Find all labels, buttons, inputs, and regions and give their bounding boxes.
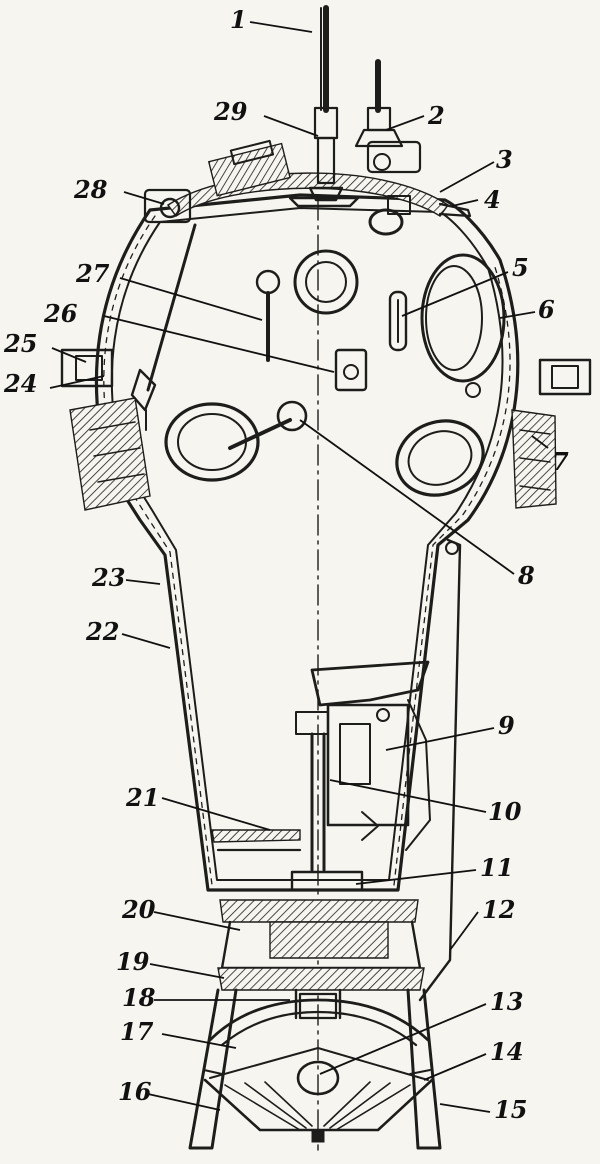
callout-9: 9 — [498, 711, 515, 740]
leader-lines — [49, 21, 549, 1113]
antenna-mast — [308, 5, 344, 202]
window-left — [69, 397, 151, 511]
callout-5: 5 — [512, 253, 529, 282]
callout-22: 22 — [85, 617, 119, 646]
callout-16: 16 — [118, 1077, 152, 1106]
side-bracket-right — [538, 358, 592, 396]
callout-12: 12 — [482, 895, 515, 924]
callout-7: 7 — [552, 447, 569, 476]
callout-6: 6 — [538, 295, 555, 324]
callout-20: 20 — [121, 895, 156, 924]
callout-1: 1 — [230, 5, 247, 34]
floor-ledge — [211, 829, 302, 852]
callout-labels: 1 2 3 4 5 6 7 8 9 10 11 12 13 14 15 16 1… — [3, 5, 569, 1124]
window-right — [511, 409, 557, 509]
callout-23: 23 — [91, 563, 125, 592]
wrench-tool — [255, 269, 281, 362]
callout-24: 24 — [3, 369, 37, 398]
callout-13: 13 — [490, 987, 523, 1016]
top-hatch-assembly — [143, 139, 472, 236]
right-porthole — [420, 253, 506, 398]
seat-unit — [295, 660, 431, 872]
callout-27: 27 — [75, 259, 110, 288]
hatch-left — [164, 400, 308, 482]
vent-fitting — [354, 59, 404, 148]
landing-frame — [203, 998, 434, 1143]
pressure-gauge — [388, 290, 408, 352]
callout-26: 26 — [43, 299, 78, 328]
hatch-right — [395, 419, 485, 497]
callout-2: 2 — [427, 101, 445, 130]
base-assembly — [217, 870, 425, 1020]
upper-porthole — [293, 249, 359, 315]
callout-17: 17 — [120, 1017, 154, 1046]
leg-left — [188, 988, 238, 1150]
leg-right — [406, 988, 442, 1150]
hanging-fixture — [130, 223, 197, 431]
capsule-shell — [94, 193, 520, 892]
callout-3: 3 — [496, 145, 513, 174]
callout-28: 28 — [73, 175, 108, 204]
callout-18: 18 — [122, 983, 156, 1012]
callout-19: 19 — [116, 947, 150, 976]
callout-14: 14 — [490, 1037, 523, 1066]
callout-21: 21 — [125, 783, 159, 812]
callout-4: 4 — [484, 185, 501, 214]
callout-15: 15 — [494, 1095, 527, 1124]
callout-25: 25 — [3, 329, 37, 358]
callout-8: 8 — [517, 561, 535, 590]
callout-29: 29 — [213, 97, 248, 126]
callout-10: 10 — [488, 797, 522, 826]
small-indicator — [334, 348, 368, 392]
callout-11: 11 — [480, 853, 513, 882]
side-cable — [418, 538, 462, 1002]
